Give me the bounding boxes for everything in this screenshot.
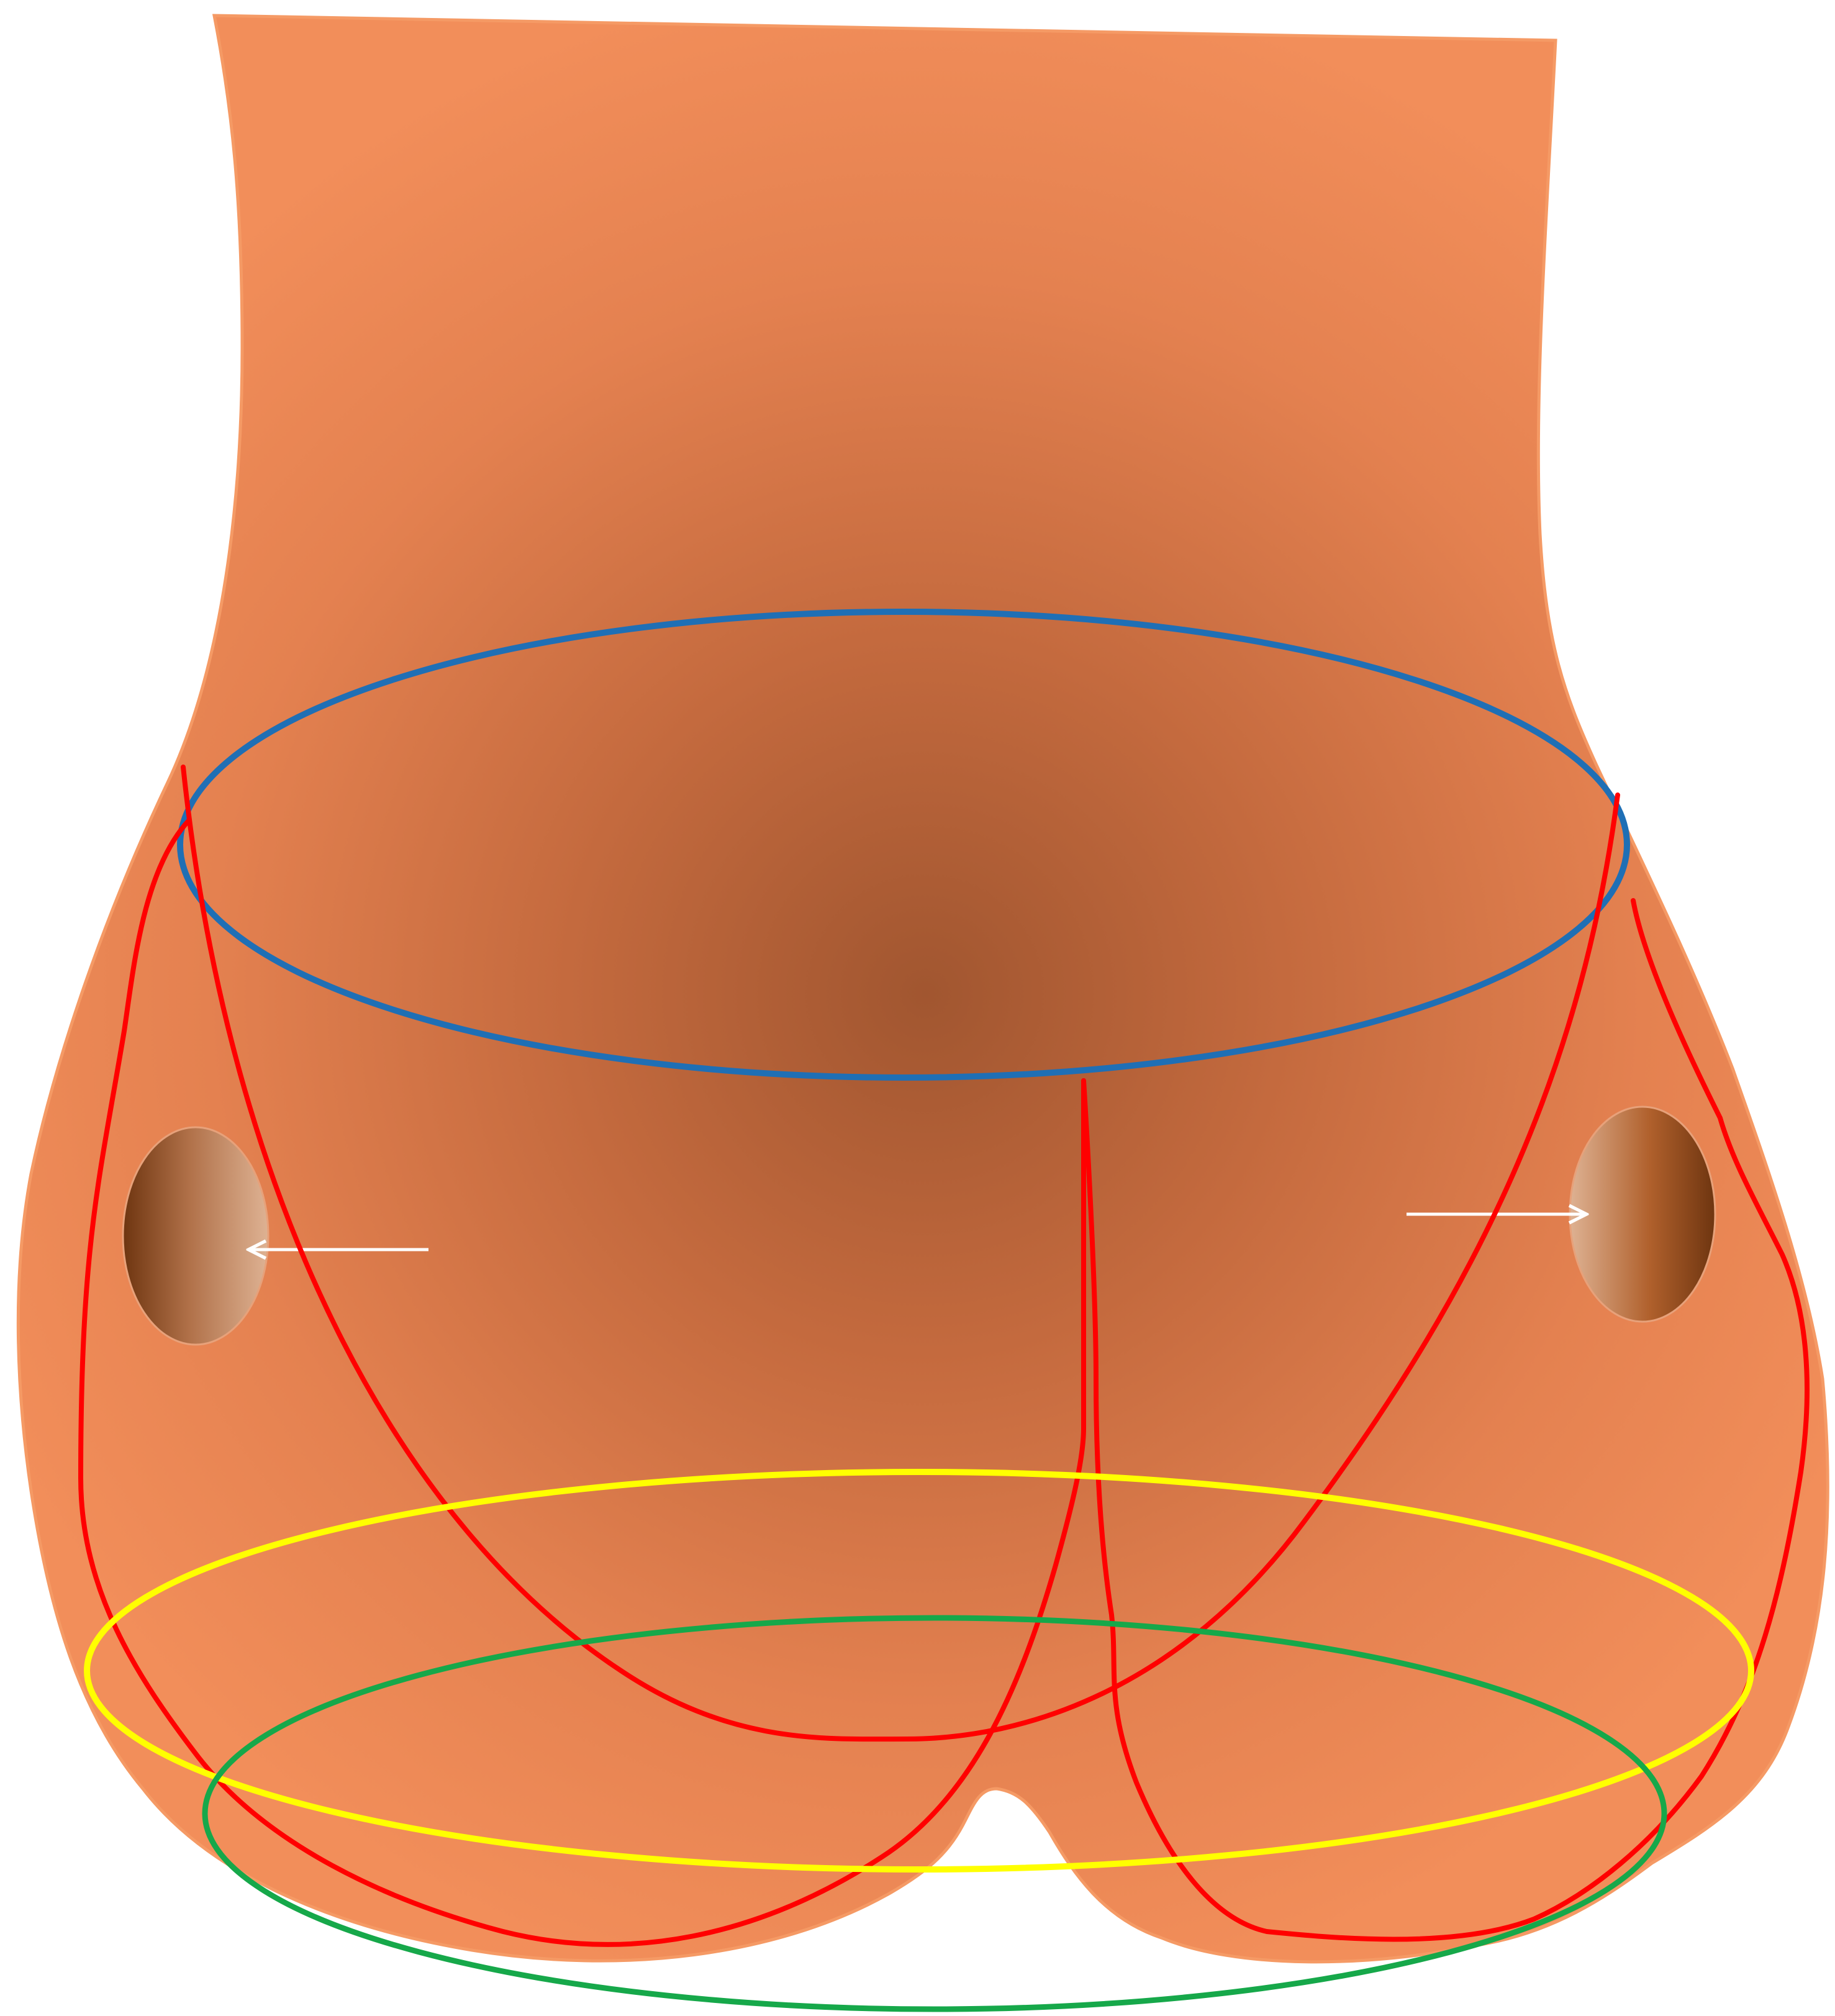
right-landmark (1570, 1107, 1715, 1322)
body-silhouette (18, 16, 1828, 1962)
left-landmark (123, 1127, 268, 1345)
